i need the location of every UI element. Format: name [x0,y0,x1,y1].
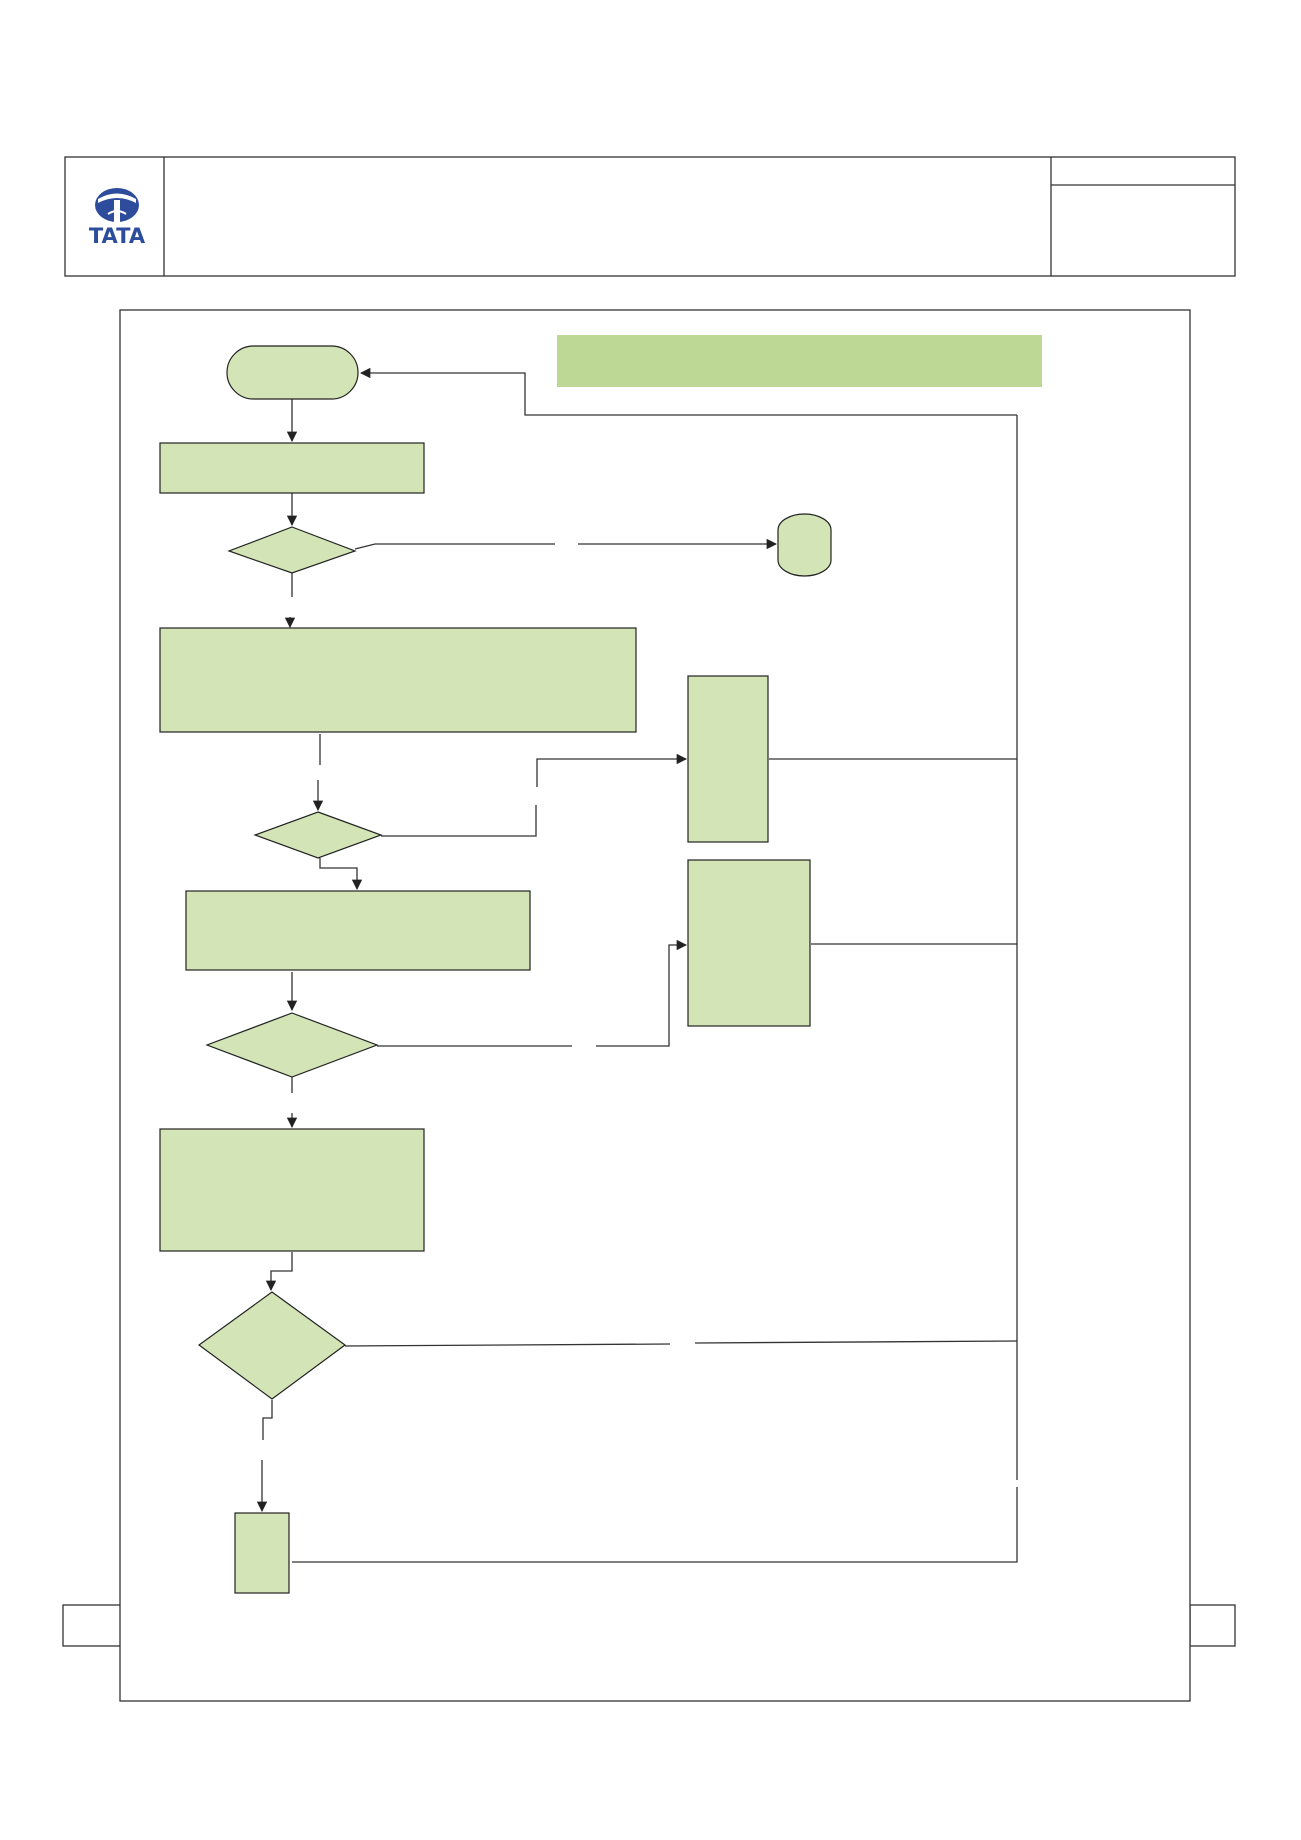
edge-decision1-end1-a [354,543,555,550]
document-header: TATA [64,156,1236,277]
node-side-box-2 [687,859,811,1027]
node-side-box-1 [687,675,769,843]
edge-step4-decision4 [265,1252,293,1292]
banner [557,335,1042,387]
banner-box [557,335,1042,387]
edge-decision4-loop-a [344,1343,671,1347]
edge-decision2-side1-b [536,753,688,787]
tata-logo-icon [95,188,139,222]
node-step-2 [159,627,637,733]
edge-decision3-side2-b [596,939,688,1047]
edge-decision2-side1-a [381,805,537,837]
edge-decision4-step5-a [262,1400,273,1440]
tata-logo: TATA [89,188,146,248]
footer-stub-left [62,1604,122,1647]
node-decision-2 [253,811,383,859]
node-start [226,345,359,400]
node-decision-4 [197,1291,347,1400]
node-decision-3 [205,1012,379,1078]
nodes [159,345,832,1594]
diagram-frame [119,309,1191,1702]
footer-stub-right [1189,1604,1236,1647]
header-frame [64,156,1236,277]
edge-step5-loop [292,1487,1018,1563]
connectors [256,367,1018,1563]
node-step-3 [185,890,531,971]
node-end-1 [777,513,832,577]
node-step-4 [159,1128,425,1252]
return-line-to-start [359,367,1017,416]
edge-decision2-step3 [319,858,363,891]
edge-decision4-loop-b [694,1340,1018,1344]
node-decision-1 [227,526,357,574]
logo-wordmark: TATA [89,224,146,248]
node-step-5 [234,1512,290,1594]
node-step-1 [159,442,425,494]
